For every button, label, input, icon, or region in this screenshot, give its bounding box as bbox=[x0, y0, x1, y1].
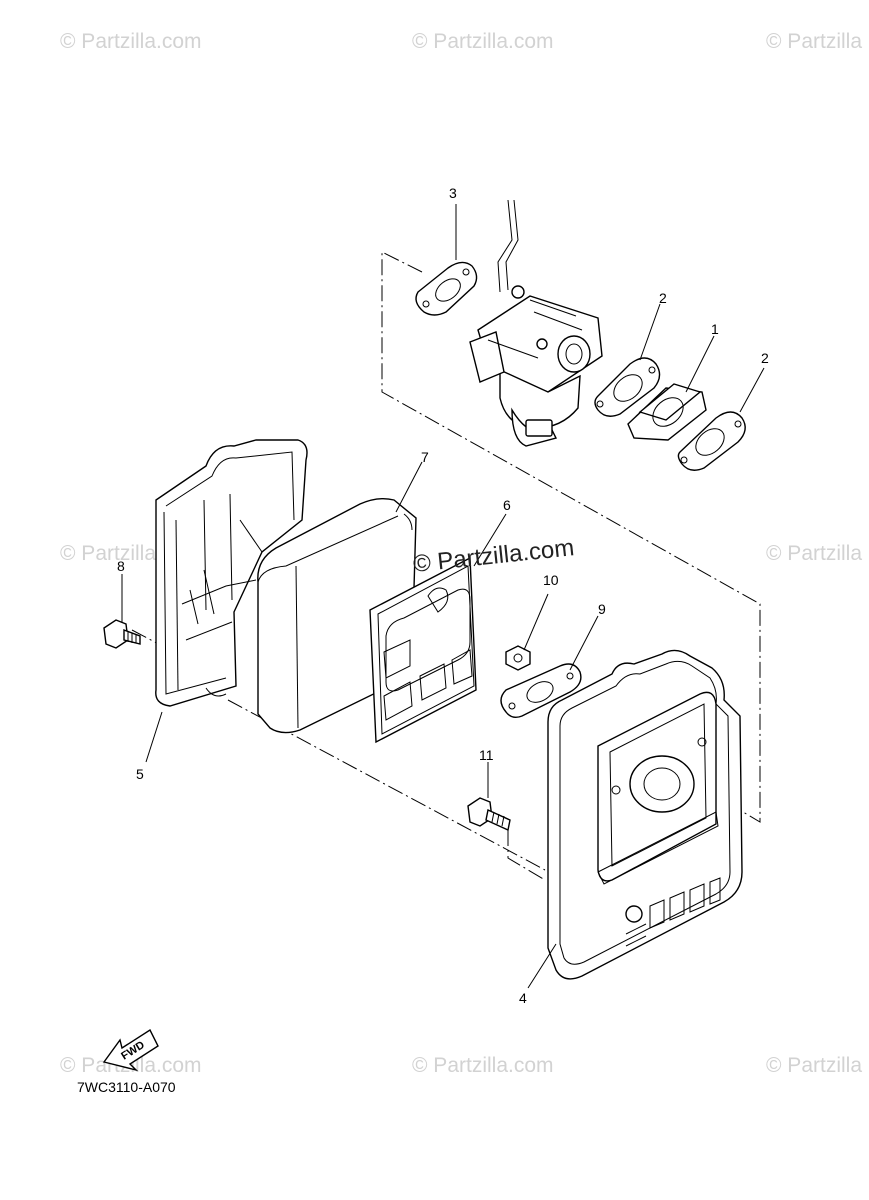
part-5-air-cleaner-case bbox=[155, 439, 308, 707]
callout-4: 4 bbox=[519, 990, 527, 1006]
callout-2-left: 2 bbox=[659, 290, 667, 306]
leader-lines bbox=[121, 204, 765, 989]
watermark-top-left: © Partzilla.com bbox=[60, 30, 202, 53]
watermark-top-right: © Partzilla bbox=[766, 30, 862, 53]
part-6-element-holder bbox=[369, 556, 477, 744]
callout-3: 3 bbox=[449, 185, 457, 201]
callout-7: 7 bbox=[421, 449, 429, 465]
carburetor bbox=[469, 199, 603, 447]
callout-2-right: 2 bbox=[761, 350, 769, 366]
watermark-group: © Partzilla.com © Partzilla.com © Partzi… bbox=[60, 30, 862, 1077]
callout-numbers: 3 2 1 2 7 6 8 10 9 11 5 4 bbox=[117, 185, 769, 1006]
part-9-gasket bbox=[500, 663, 582, 719]
part-2-gasket-a bbox=[594, 357, 661, 417]
callout-11: 11 bbox=[479, 747, 494, 763]
part-1-insulator bbox=[627, 383, 707, 441]
part-4-cover bbox=[547, 649, 743, 980]
callout-5: 5 bbox=[136, 766, 144, 782]
watermark-mid-right: © Partzilla bbox=[766, 542, 862, 565]
part-2-gasket-b bbox=[677, 411, 746, 471]
part-3-gasket bbox=[415, 261, 478, 316]
carb-assembly-boundary bbox=[381, 251, 761, 823]
watermark-top-mid: © Partzilla.com bbox=[412, 30, 554, 53]
callout-6: 6 bbox=[503, 497, 511, 513]
fwd-arrow: FWD bbox=[102, 1028, 159, 1072]
part-10-nut bbox=[505, 645, 531, 671]
callout-9: 9 bbox=[598, 601, 606, 617]
part-11-bolt bbox=[467, 797, 511, 832]
watermark-bottom-right: © Partzilla bbox=[766, 1054, 862, 1077]
watermark-bottom-mid: © Partzilla.com bbox=[412, 1054, 554, 1077]
callout-10: 10 bbox=[543, 572, 559, 588]
diagram-code: 7WC3110-A070 bbox=[77, 1079, 176, 1095]
callout-1: 1 bbox=[711, 321, 719, 337]
callout-8: 8 bbox=[117, 558, 125, 574]
bolt-assembly-line bbox=[507, 830, 546, 881]
part-8-screw bbox=[103, 619, 141, 649]
